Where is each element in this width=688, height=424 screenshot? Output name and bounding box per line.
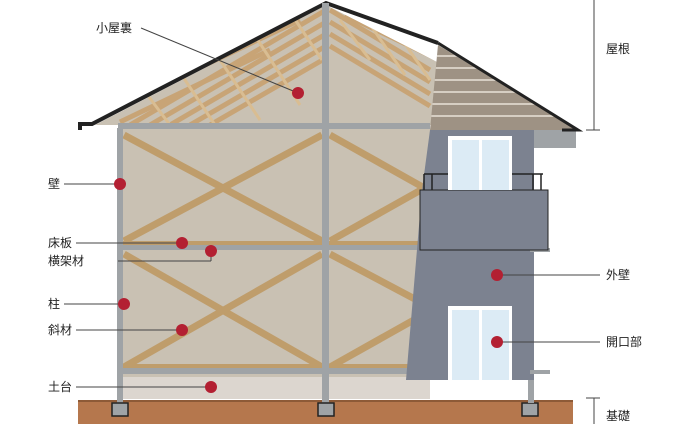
label-brace: 斜材 (48, 323, 72, 337)
post-center (322, 3, 329, 403)
side-wall-top (534, 130, 576, 148)
ground-sill-board (118, 364, 430, 368)
label-roof: 屋根 (606, 42, 630, 56)
label-post: 柱 (48, 296, 60, 311)
footing-right (521, 402, 539, 417)
label-attic: 小屋裏 (96, 20, 132, 35)
marker-post (118, 298, 130, 310)
roof-outline (78, 0, 439, 130)
footing-left (111, 402, 129, 417)
section-brackets (586, 0, 600, 424)
label-exterior-wall: 外壁 (606, 267, 630, 282)
label-opening: 開口部 (606, 334, 642, 349)
ground-slab (120, 377, 430, 399)
marker-wall (114, 178, 126, 190)
label-beam: 横架材 (48, 254, 84, 268)
label-wall: 壁 (48, 176, 60, 191)
marker-beam (205, 245, 217, 257)
roof-edge-right (437, 41, 584, 132)
marker-attic (292, 87, 304, 99)
label-sill: 土台 (48, 379, 72, 394)
markers (114, 87, 503, 393)
marker-floor-board (176, 237, 188, 249)
marker-brace (176, 324, 188, 336)
ground-sill (118, 368, 430, 374)
top-beam (118, 123, 430, 129)
label-floor-board: 床板 (48, 236, 72, 250)
mid-beam (118, 245, 443, 250)
upper-window (448, 136, 512, 190)
marker-exterior-wall (491, 269, 503, 281)
footing-center (317, 402, 335, 417)
floor-board (118, 241, 443, 245)
post-left (117, 128, 123, 403)
marker-opening (491, 336, 503, 348)
marker-sill (205, 381, 217, 393)
diagonal-braces (122, 131, 430, 371)
label-foundation: 基礎 (606, 409, 630, 423)
leader-lines (64, 27, 600, 388)
balcony-slab (419, 189, 549, 251)
facade-ledge-lower (530, 370, 550, 374)
